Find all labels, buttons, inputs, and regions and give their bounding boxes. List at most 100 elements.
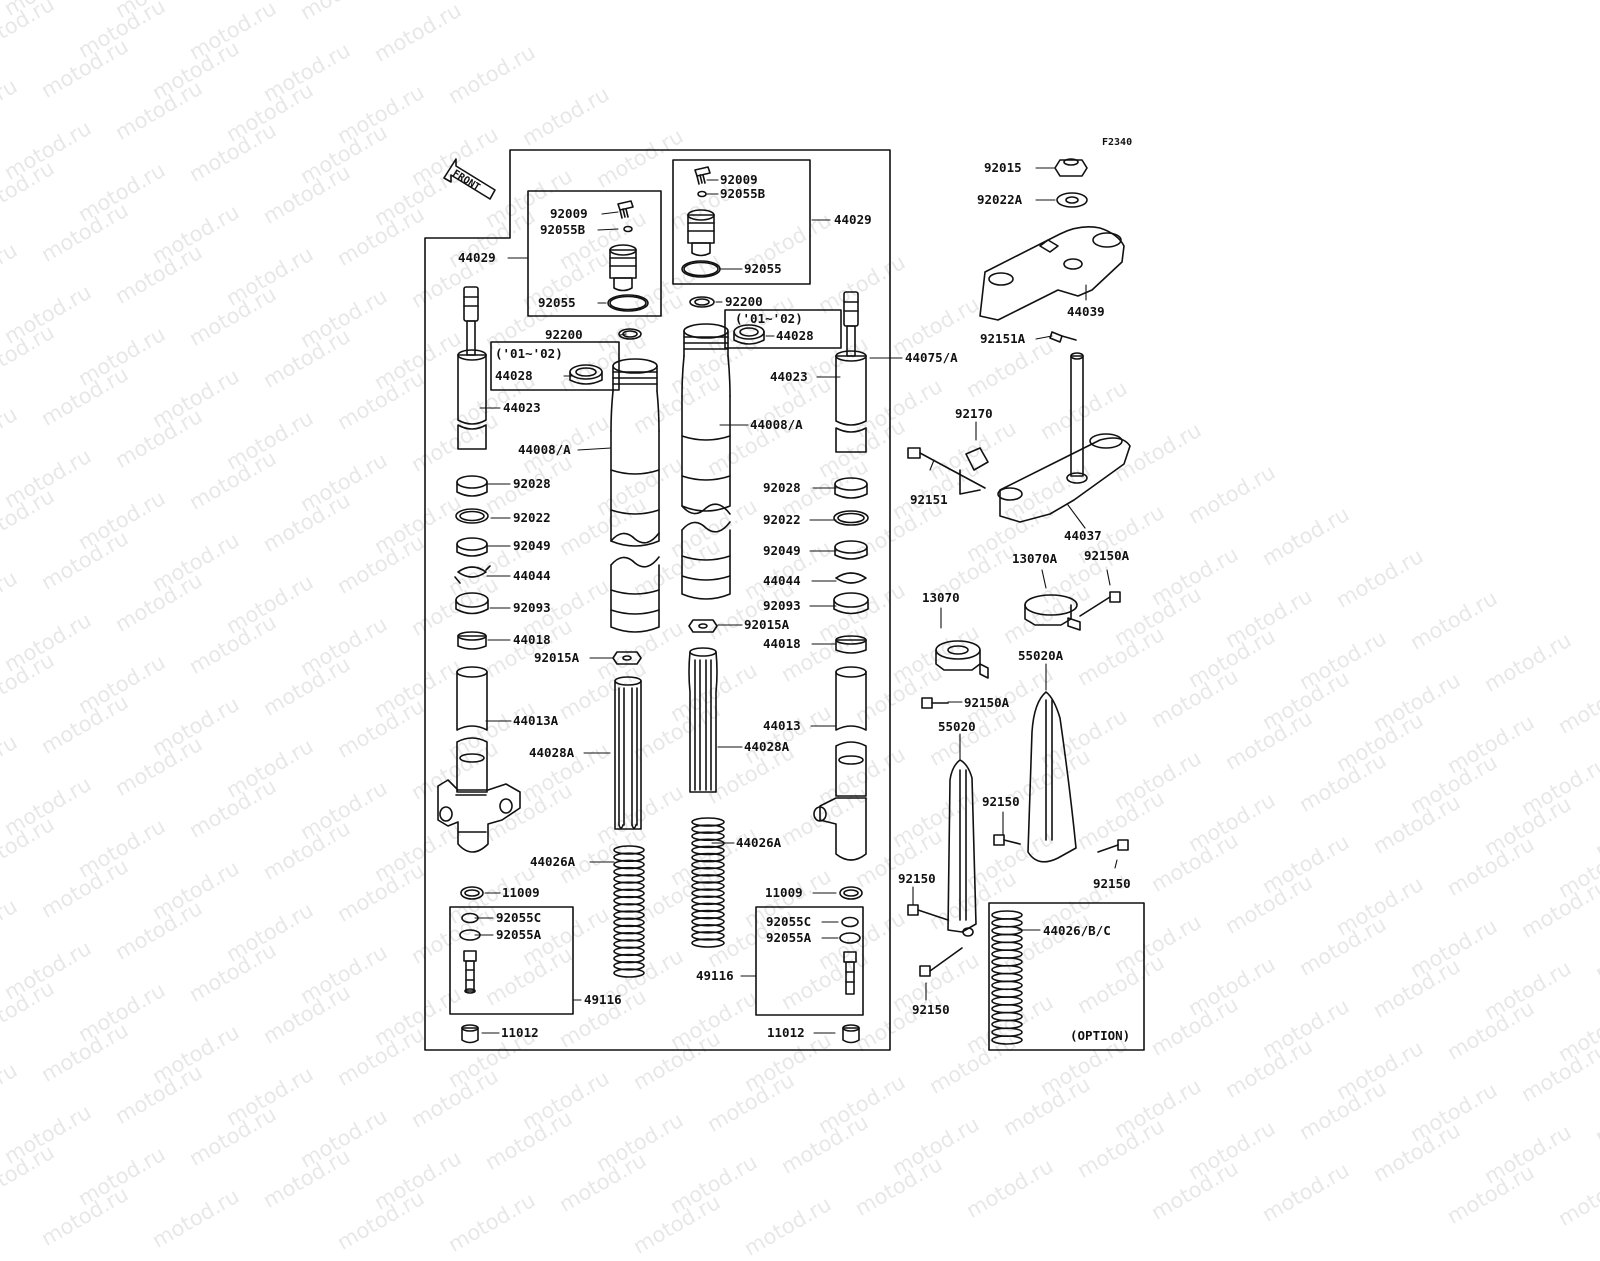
spring-coil xyxy=(991,1035,1023,1045)
label-44075A: 44075/A xyxy=(905,350,958,365)
label-92028-right: 92028 xyxy=(763,480,801,495)
spring-coil xyxy=(991,1003,1023,1014)
year-note-right: ('01~'02) xyxy=(735,311,803,326)
spring-coil xyxy=(991,933,1023,944)
seal-44028-left xyxy=(569,364,603,385)
diagram-art: FRONT xyxy=(424,149,1145,1051)
label-49116-left: 49116 xyxy=(584,992,622,1007)
spring-44026BC-option xyxy=(991,910,1023,1045)
label-44008A-right: 44008/A xyxy=(750,417,803,432)
spring-coil xyxy=(691,902,725,913)
spring-coil xyxy=(691,938,725,948)
left-fork-parts xyxy=(437,286,521,1044)
label-92200-right: 92200 xyxy=(725,294,763,309)
spring-coil xyxy=(691,895,725,906)
guard-bolts xyxy=(907,834,1129,977)
label-92150-a: 92150 xyxy=(982,794,1020,809)
label-92049-right: 92049 xyxy=(763,543,801,558)
label-44044-right: 44044 xyxy=(763,573,801,588)
spring-coil xyxy=(991,980,1023,991)
label-92055B-left: 92055B xyxy=(540,222,586,237)
label-92009-right: 92009 xyxy=(720,172,758,187)
nut-92015A-left xyxy=(612,651,642,665)
label-92093-left: 92093 xyxy=(513,600,551,615)
label-11009-left: 11009 xyxy=(502,885,540,900)
label-92055A-right: 92055A xyxy=(766,930,812,945)
spring-44026A-left xyxy=(613,845,645,978)
label-92151A: 92151A xyxy=(980,331,1026,346)
spring-coil xyxy=(691,909,725,920)
spring-coil xyxy=(691,817,725,827)
box-year-left xyxy=(490,341,620,391)
box-cap-right xyxy=(672,159,811,285)
spring-coil xyxy=(691,838,725,849)
spring-coil xyxy=(991,957,1023,967)
spring-coil xyxy=(691,867,725,877)
seal-44028-right xyxy=(733,324,765,345)
spring-coil xyxy=(691,824,725,834)
label-44044-left: 44044 xyxy=(513,568,551,583)
ring-92200-right-inner xyxy=(694,298,710,306)
label-44026BC: 44026/B/C xyxy=(1043,923,1111,938)
label-92150-d: 92150 xyxy=(912,1002,950,1017)
main-frame xyxy=(424,149,891,1051)
spring-coil xyxy=(691,923,725,934)
ring-92200-left-inner xyxy=(622,330,638,338)
label-44028-left: 44028 xyxy=(495,368,533,383)
label-92170: 92170 xyxy=(955,406,993,421)
label-44028A-left: 44028A xyxy=(529,745,575,760)
spring-coil xyxy=(991,941,1023,952)
label-44039: 44039 xyxy=(1067,304,1105,319)
label-55020A: 55020A xyxy=(1018,648,1064,663)
spring-coil xyxy=(991,964,1023,975)
year-note-left: ('01~'02) xyxy=(495,346,563,361)
label-92015A-right: 92015A xyxy=(744,617,790,632)
label-44026A-left: 44026A xyxy=(530,854,576,869)
outer-tube-right xyxy=(681,323,731,600)
box-option xyxy=(988,902,1145,1051)
spring-coil xyxy=(691,916,725,927)
label-44029-right: 44029 xyxy=(834,212,872,227)
spring-coil xyxy=(691,845,725,856)
label-44023-left: 44023 xyxy=(503,400,541,415)
label-92055B-right: 92055B xyxy=(720,186,766,201)
leader-lines xyxy=(474,167,1118,1034)
label-92093-right: 92093 xyxy=(763,598,801,613)
label-55020: 55020 xyxy=(938,719,976,734)
label-44018-right: 44018 xyxy=(763,636,801,651)
label-92055-right: 92055 xyxy=(744,261,782,276)
label-92049-left: 92049 xyxy=(513,538,551,553)
box-cap-left xyxy=(527,190,662,317)
label-92150A-lower: 92150A xyxy=(964,695,1010,710)
label-44037: 44037 xyxy=(1064,528,1102,543)
label-44013A: 44013A xyxy=(513,713,559,728)
label-44008A-left: 44008/A xyxy=(518,442,571,457)
label-11012-right: 11012 xyxy=(767,1025,805,1040)
spring-coil xyxy=(991,1027,1023,1037)
spring-coil xyxy=(991,972,1023,983)
outer-tube-left xyxy=(610,358,660,633)
label-92015A-left: 92015A xyxy=(534,650,580,665)
spring-coil xyxy=(991,918,1023,928)
ring-92200-right xyxy=(689,296,715,308)
label-92150-c: 92150 xyxy=(898,871,936,886)
steering-parts xyxy=(907,158,1131,523)
label-92055C-left: 92055C xyxy=(496,910,542,925)
label-92150A-upper: 92150A xyxy=(1084,548,1130,563)
spring-44026A-right xyxy=(691,817,725,948)
spring-coil xyxy=(691,852,725,863)
label-13070A: 13070A xyxy=(1012,551,1058,566)
label-44029-left: 44029 xyxy=(458,250,496,265)
right-cap-parts xyxy=(681,166,721,278)
label-92022-right: 92022 xyxy=(763,512,801,527)
spring-coil xyxy=(691,881,725,891)
label-92055C-right: 92055C xyxy=(766,914,812,929)
spring-coil xyxy=(691,874,725,884)
label-92022A: 92022A xyxy=(977,192,1023,207)
label-49116-right: 49116 xyxy=(696,968,734,983)
label-92055-left: 92055 xyxy=(538,295,576,310)
watermark-text: motod.ru xyxy=(740,1191,836,1261)
spring-coil xyxy=(613,968,645,978)
spring-coil xyxy=(991,988,1023,998)
